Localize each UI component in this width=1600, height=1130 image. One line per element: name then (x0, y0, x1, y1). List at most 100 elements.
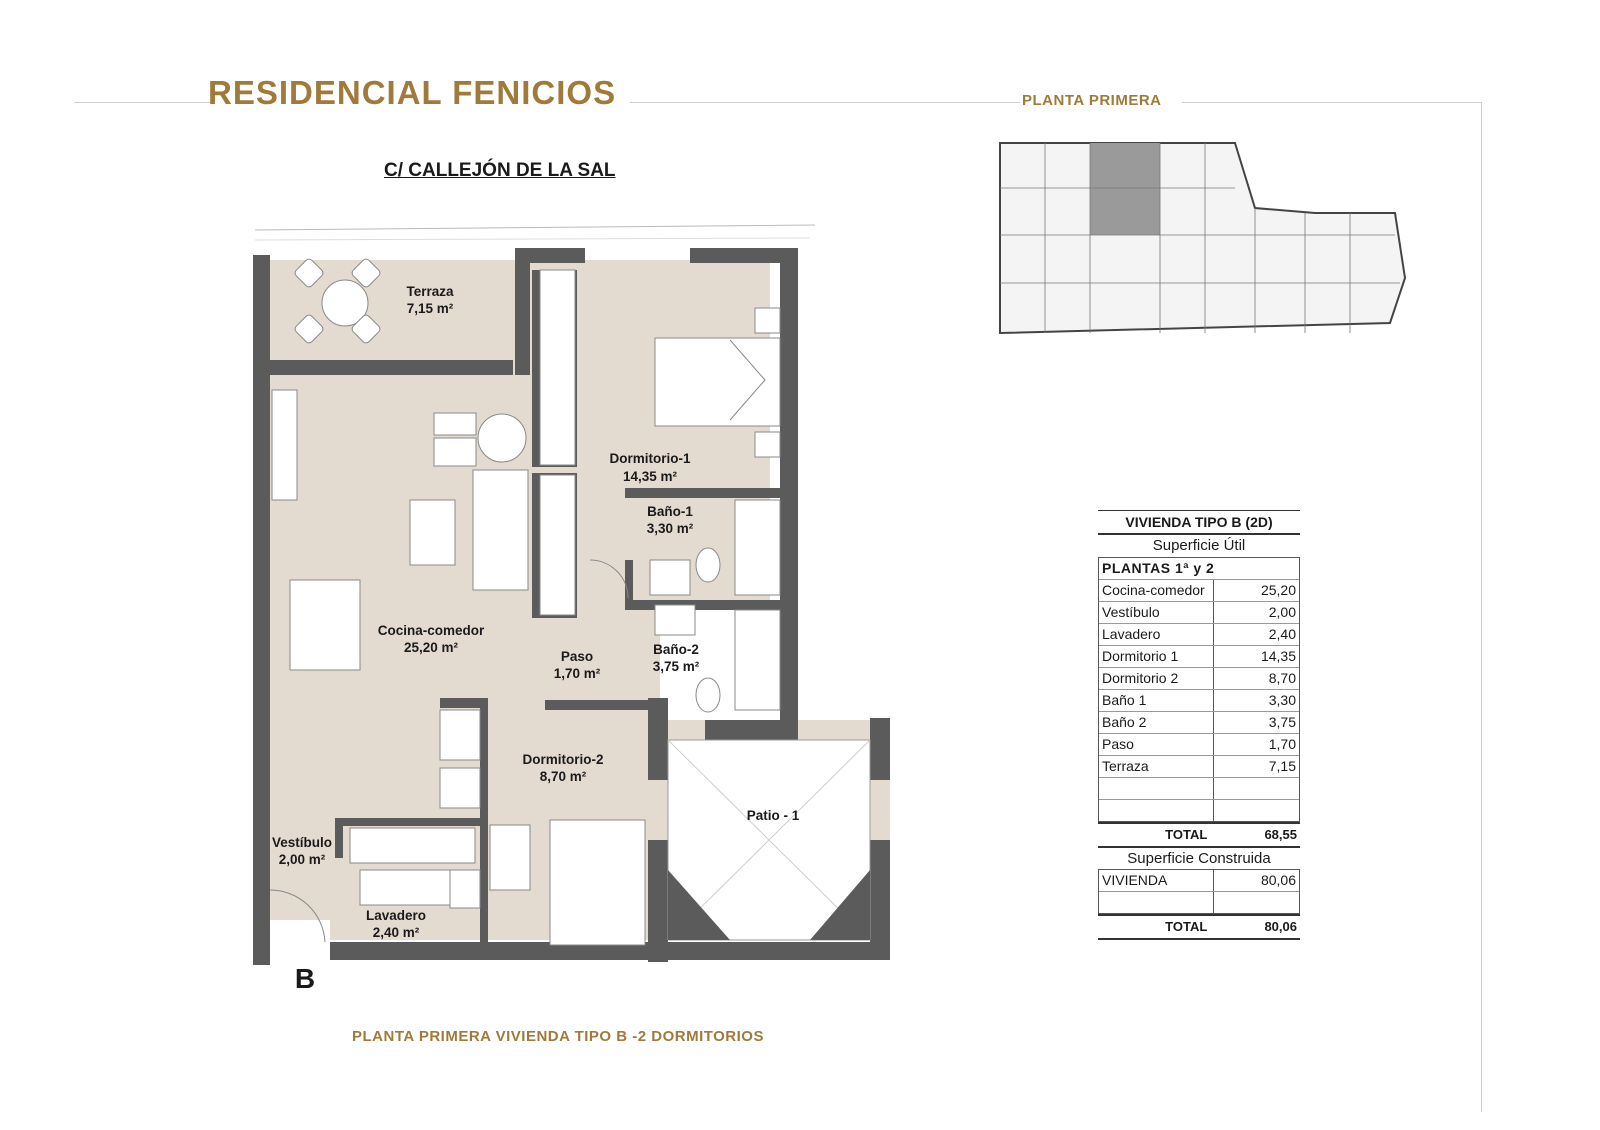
patio-corner (668, 870, 730, 940)
terrace-edge (254, 237, 811, 241)
room-area: 1,70 m² (554, 666, 601, 681)
room-name: Paso (561, 649, 593, 664)
room-area: 8,70 m² (540, 769, 587, 784)
room-area: 3,30 m² (647, 521, 694, 536)
table-row: Terraza 7,15 (1099, 755, 1299, 778)
row-name: Dormitorio 1 (1099, 645, 1214, 667)
room-name: Baño-1 (647, 504, 693, 519)
header-rule (1182, 102, 1482, 103)
table-row: Dormitorio 1 14,35 (1099, 645, 1299, 668)
double-bed (654, 337, 781, 427)
table-row: Baño 1 3,30 (1099, 689, 1299, 712)
room-area: 14,35 m² (623, 469, 678, 484)
room-name: Vestíbulo (272, 835, 332, 850)
street-name: C/ CALLEJÓN DE LA SAL (384, 160, 616, 181)
table-row: Paso 1,70 (1099, 733, 1299, 756)
row-value (1214, 800, 1299, 821)
room-area: 2,40 m² (373, 925, 420, 940)
unit-letter: B (295, 963, 315, 994)
toilet (695, 677, 721, 713)
room-area: 3,75 m² (653, 659, 700, 674)
row-name: Dormitorio 2 (1099, 667, 1214, 689)
highlighted-unit (1090, 143, 1160, 235)
row-value: 1,70 (1268, 735, 1296, 752)
built-total-value: 80,06 (1264, 919, 1297, 934)
row-name: Vestíbulo (1099, 601, 1214, 623)
header-rule (74, 102, 210, 103)
row-value: 14,35 (1260, 647, 1296, 664)
table-row (1099, 777, 1299, 800)
single-bed (549, 819, 646, 946)
row-value: 7,15 (1268, 757, 1296, 774)
row-name: Terraza (1099, 755, 1214, 777)
kitchen-sink (349, 827, 476, 864)
row-value (1214, 778, 1299, 799)
table-header-row: PLANTAS 1ª y 2 (1099, 558, 1299, 580)
sink (654, 604, 696, 636)
furniture (271, 258, 781, 946)
room-area: 2,00 m² (279, 852, 326, 867)
area-table: VIVIENDA TIPO B (2D) Superficie Útil PLA… (1098, 510, 1300, 940)
key-plan (999, 142, 1407, 335)
room-area: 25,20 m² (404, 640, 459, 655)
total-row: TOTAL 68,55 (1098, 821, 1300, 848)
table-row (1099, 799, 1299, 821)
shower (734, 609, 781, 711)
table-row (1099, 892, 1299, 913)
table-row: Dormitorio 2 8,70 (1099, 667, 1299, 690)
cooktop (439, 767, 481, 809)
built-total-row: TOTAL 80,06 (1098, 914, 1300, 940)
page-title: RESIDENCIAL FENICIOS (208, 74, 617, 111)
room-name: Cocina-comedor (378, 623, 485, 638)
frame-rule (1481, 102, 1482, 1112)
round-table (477, 413, 527, 463)
shower (734, 499, 781, 596)
table-row: Baño 2 3,75 (1099, 711, 1299, 734)
room-name: Patio - 1 (747, 808, 800, 823)
plan-caption: PLANTA PRIMERA VIVIENDA TIPO B -2 DORMIT… (352, 1028, 764, 1045)
row-name (1099, 799, 1214, 821)
built-total-label: TOTAL (1165, 919, 1208, 934)
area-grid: PLANTAS 1ª y 2 Cocina-comedor 25,20 Vestí… (1098, 556, 1300, 822)
row-name: Baño 2 (1099, 711, 1214, 733)
header-rule (630, 102, 1020, 103)
row-name: Lavadero (1099, 623, 1214, 645)
room-name: Lavadero (366, 908, 426, 923)
row-value: 8,70 (1268, 669, 1296, 686)
table-row: Cocina-comedor 25,20 (1099, 579, 1299, 602)
floor-plan: Terraza 7,15 m² Dormitorio-1 14,35 m² Ba… (253, 224, 890, 994)
room-name: Dormitorio-2 (523, 752, 604, 767)
unit-grid (1000, 143, 1400, 333)
room-name: Dormitorio-1 (610, 451, 691, 466)
row-value: 3,75 (1268, 713, 1296, 730)
row-value: 3,30 (1268, 691, 1296, 708)
row-value: 25,20 (1260, 581, 1296, 598)
table-title: VIVIENDA TIPO B (2D) (1098, 510, 1300, 535)
terrace-table (321, 279, 369, 327)
patio-diagonal (667, 739, 871, 941)
total-value: 68,55 (1264, 826, 1297, 842)
built-heading: Superficie Construida (1127, 849, 1271, 867)
row-name: Baño 1 (1099, 689, 1214, 711)
toilet (695, 547, 721, 583)
room-name: Terraza (406, 284, 454, 299)
room-area: 7,15 m² (407, 301, 454, 316)
row-value: 80,06 (1260, 872, 1296, 888)
table-row: Lavadero 2,40 (1099, 623, 1299, 646)
building-outline (999, 142, 1407, 335)
sofa (472, 469, 529, 591)
row-name (1099, 777, 1214, 799)
row-value: 2,40 (1268, 625, 1296, 642)
sink (649, 559, 691, 596)
row-name: Paso (1099, 733, 1214, 755)
entry-door (269, 889, 326, 943)
floor-label: PLANTA PRIMERA (1022, 92, 1162, 109)
row-value (1214, 892, 1299, 913)
useful-heading: Superficie Útil (1152, 537, 1246, 554)
terrace-edge (254, 224, 816, 231)
row-name: Cocina-comedor (1099, 579, 1214, 601)
door (589, 559, 629, 599)
